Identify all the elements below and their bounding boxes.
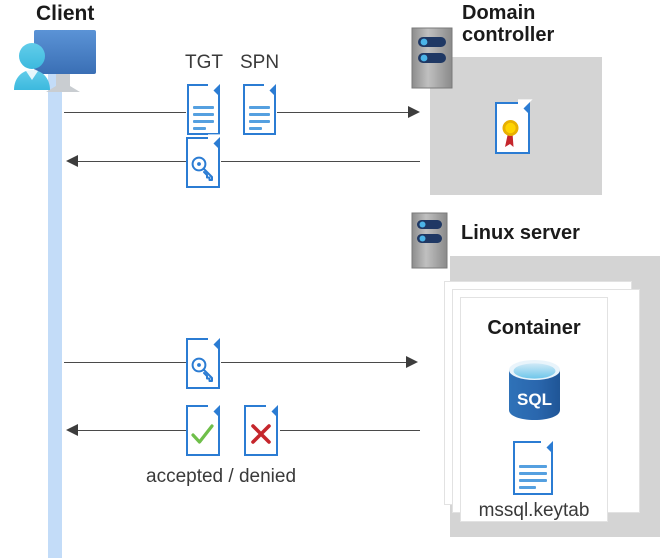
linux-server-server-icon <box>411 212 448 274</box>
flow-4-arrowhead <box>66 423 78 436</box>
domain-controller-title-line2: controller <box>462 24 555 47</box>
domain-controller-server-icon <box>411 27 453 94</box>
sql-label: SQL <box>517 390 552 409</box>
sql-database-icon: SQL <box>505 358 564 428</box>
check-glyph-icon <box>191 424 214 444</box>
container-title: Container <box>487 317 581 339</box>
keytab-filename-label: mssql.keytab <box>478 500 590 521</box>
domain-controller-title-line1: Domain <box>462 2 536 24</box>
client-icon <box>8 26 116 98</box>
container-card-front[interactable]: Container SQL <box>460 297 608 522</box>
key-glyph-icon <box>191 156 213 181</box>
spn-document-icon <box>243 81 279 135</box>
flow-2-line-left <box>78 161 186 162</box>
flow-1-arrowhead <box>408 105 420 118</box>
flow-3-arrowhead <box>406 355 418 368</box>
accepted-denied-label: accepted / denied <box>146 466 297 487</box>
domain-controller-title: Domain controller <box>462 2 652 47</box>
keytab-document-icon <box>513 438 556 495</box>
ribbon-seal-icon <box>502 120 519 147</box>
service-ticket-document-icon-2 <box>186 335 223 389</box>
spn-label: SPN <box>240 52 280 73</box>
flow-2-line-right <box>221 161 420 162</box>
flow-3-line-right <box>221 362 408 363</box>
key-glyph-icon-2 <box>191 357 213 382</box>
cross-glyph-icon <box>251 424 271 444</box>
client-lifeline <box>48 62 62 558</box>
linux-server-title: Linux server <box>461 222 580 244</box>
client-title: Client <box>36 2 95 25</box>
denied-document-icon <box>244 402 281 456</box>
flow-1-line-right <box>277 112 409 113</box>
service-ticket-document-icon <box>186 134 223 188</box>
certificate-document-icon <box>495 99 533 154</box>
flow-3-line-left <box>64 362 186 363</box>
flow-4-line-right <box>280 430 420 431</box>
flow-1-line-left <box>64 112 186 113</box>
flow-4-line-left <box>78 430 186 431</box>
tgt-document-icon <box>187 81 223 135</box>
tgt-label: TGT <box>185 52 223 73</box>
accepted-document-icon <box>186 402 223 456</box>
flow-2-arrowhead <box>66 154 78 167</box>
